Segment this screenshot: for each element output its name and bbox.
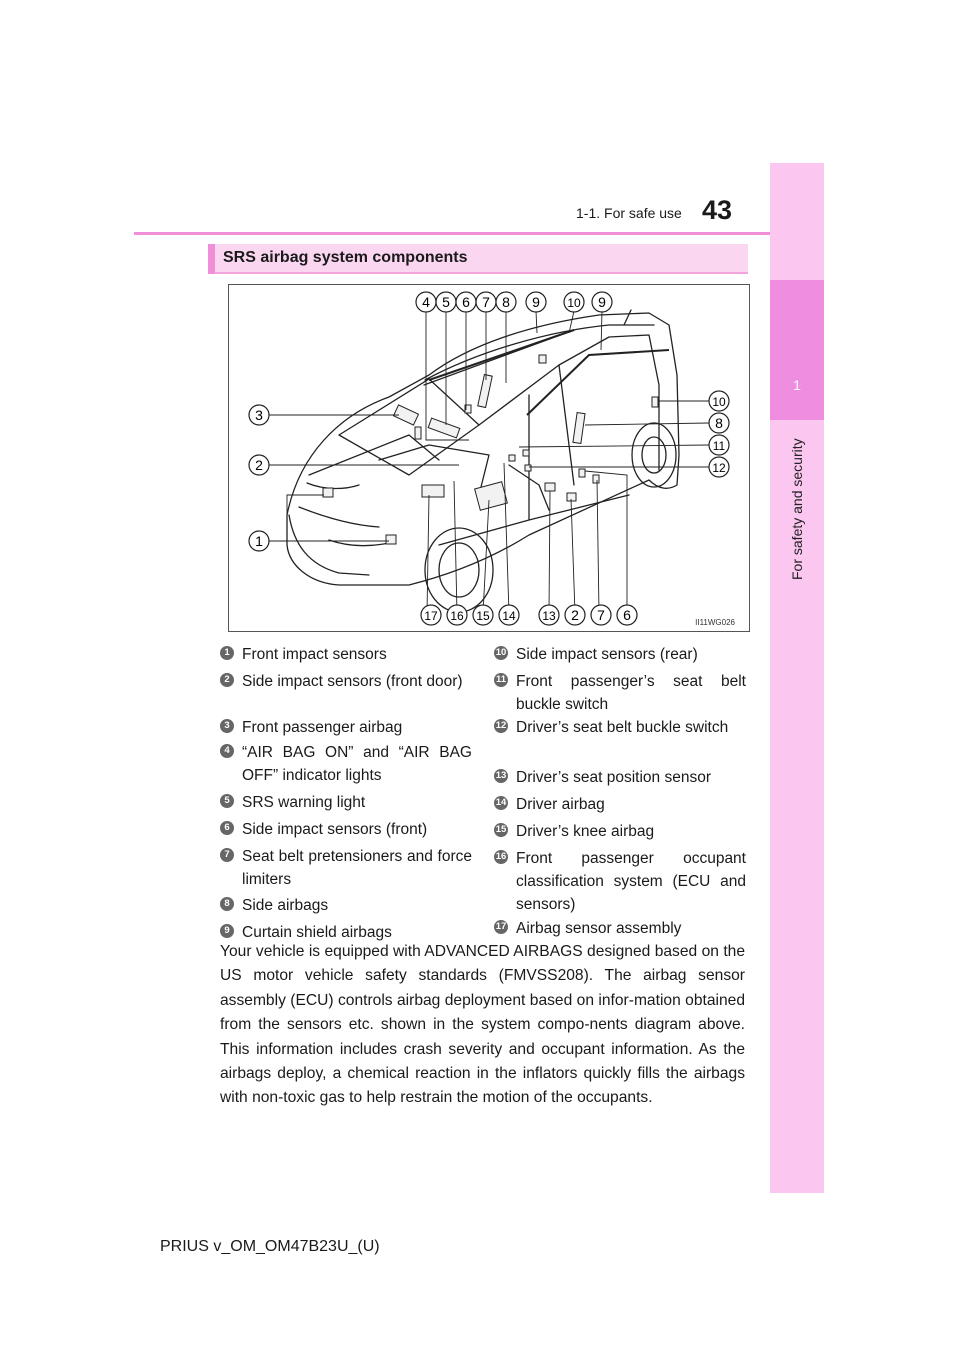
callout-number: 7 [597, 607, 605, 623]
callout-number: 8 [502, 294, 510, 310]
legend-text: Side impact sensors (front) [242, 818, 472, 841]
callout-number: 6 [623, 607, 631, 623]
callout-number: 5 [442, 294, 450, 310]
figure-code: II11WG026 [695, 618, 735, 627]
callout-number: 14 [502, 609, 516, 623]
legend-number: 16 [494, 850, 508, 864]
chapter-number: 1 [770, 377, 824, 393]
legend-text: Driver’s seat position sensor [516, 766, 746, 789]
legend-number: 1 [220, 646, 234, 660]
header-rule [134, 232, 824, 235]
legend-number: 7 [220, 848, 234, 862]
legend-text: Side impact sensors (rear) [516, 643, 746, 666]
section-title-box: SRS airbag system components [208, 244, 748, 274]
legend-text: Driver airbag [516, 793, 746, 816]
callout-number: 15 [476, 609, 490, 623]
description-paragraph: Your vehicle is equipped with ADVANCED A… [220, 940, 745, 1111]
callout-number: 3 [255, 407, 263, 423]
callout-number: 1 [255, 533, 263, 549]
callout-number: 6 [462, 294, 470, 310]
legend-number: 8 [220, 897, 234, 911]
legend-text: “AIR BAG ON” and “AIR BAG OFF” indicator… [242, 741, 472, 787]
callout-number: 4 [422, 294, 430, 310]
legend-number: 4 [220, 744, 234, 758]
legend-number: 2 [220, 673, 234, 687]
callout-number: 13 [542, 609, 556, 623]
section-header: 1-1. For safe use [576, 205, 682, 221]
page-number: 43 [702, 195, 732, 226]
legend-number: 14 [494, 796, 508, 810]
legend-text: Side impact sensors (front door) [242, 670, 472, 693]
callout-number: 17 [424, 609, 438, 623]
chapter-title: For safety and security [789, 440, 807, 580]
legend-number: 12 [494, 719, 508, 733]
chapter-tab: 1 [770, 280, 824, 420]
section-title-accent [208, 244, 215, 274]
callout-number: 16 [450, 609, 464, 623]
legend-text: Seat belt pretensioners and force limite… [242, 845, 472, 891]
legend-number: 10 [494, 646, 508, 660]
legend-text: Front passenger airbag [242, 716, 472, 739]
legend-number: 9 [220, 924, 234, 938]
callout-number: 12 [712, 461, 726, 475]
callout-number: 11 [713, 439, 726, 453]
legend-text: SRS warning light [242, 791, 472, 814]
legend-number: 15 [494, 823, 508, 837]
legend-number: 11 [494, 673, 508, 687]
legend-text: Side airbags [242, 894, 472, 917]
legend-number: 6 [220, 821, 234, 835]
legend-text: Front passenger’s seat belt buckle switc… [516, 670, 746, 716]
callout-number: 9 [532, 294, 540, 310]
callout-number: 8 [715, 415, 723, 431]
callout-number: 9 [598, 294, 606, 310]
callout-number: 10 [567, 296, 581, 310]
legend-number: 13 [494, 769, 508, 783]
callout-number: 2 [255, 457, 263, 473]
legend-text: Airbag sensor assembly [516, 917, 746, 940]
legend-text: Front impact sensors [242, 643, 472, 666]
legend-number: 3 [220, 719, 234, 733]
legend-text: Front passenger occupant classification … [516, 847, 746, 916]
legend-text: Driver’s seat belt buckle switch [516, 716, 746, 739]
callout-number: 2 [571, 607, 579, 623]
legend-text: Driver’s knee airbag [516, 820, 746, 843]
legend-number: 5 [220, 794, 234, 808]
section-title: SRS airbag system components [223, 249, 468, 267]
footer-model-code: PRIUS v_OM_OM47B23U_(U) [160, 1238, 380, 1256]
legend-number: 17 [494, 920, 508, 934]
callout-number: 10 [712, 395, 726, 409]
callout-number: 7 [482, 294, 490, 310]
